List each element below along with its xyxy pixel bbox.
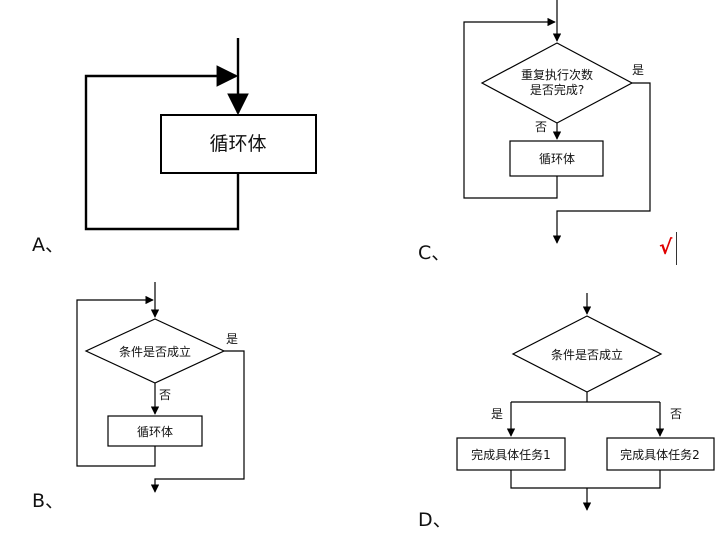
option-a-loop-back-line [84, 65, 240, 231]
option-b-letter: B、 [32, 490, 65, 512]
option-c-diagram [463, 0, 651, 244]
option-c-no-label: 否 [535, 120, 547, 134]
option-c-loop-body-label: 循环体 [539, 152, 575, 166]
option-a-loop-body-label: 循环体 [209, 133, 266, 155]
option-b-diagram [76, 282, 245, 493]
option-a-diagram [84, 38, 317, 231]
option-c-condition-line2: 是否完成? [530, 82, 584, 97]
option-c-loop-back-line [463, 17, 558, 199]
option-d-diagram [456, 293, 715, 511]
option-d-condition-label: 条件是否成立 [551, 347, 623, 362]
option-b-yes-label: 是 [226, 332, 238, 346]
option-b-yes-exit-line [150, 350, 245, 493]
option-c-yes-label: 是 [632, 63, 644, 77]
option-c-letter: C、 [418, 242, 451, 264]
option-d-no-label: 否 [670, 407, 682, 421]
option-d-task2-label: 完成具体任务2 [620, 447, 700, 462]
option-a-letter: A、 [32, 234, 64, 256]
option-b-loop-body-label: 循环体 [137, 425, 173, 439]
option-c-condition-line1: 重复执行次数 [521, 67, 593, 82]
text-cursor [676, 232, 677, 265]
option-d-task1-label: 完成具体任务1 [471, 447, 551, 462]
option-b-no-label: 否 [159, 388, 171, 402]
option-c-yes-exit-line [552, 82, 651, 244]
option-b-loop-back-line [76, 295, 156, 467]
option-d-merge-line [510, 470, 661, 489]
option-d-letter: D、 [418, 509, 452, 531]
option-d-yes-label: 是 [491, 407, 503, 421]
option-c-correct-check-mark: √ [659, 235, 673, 259]
option-b-condition-label: 条件是否成立 [119, 344, 191, 359]
